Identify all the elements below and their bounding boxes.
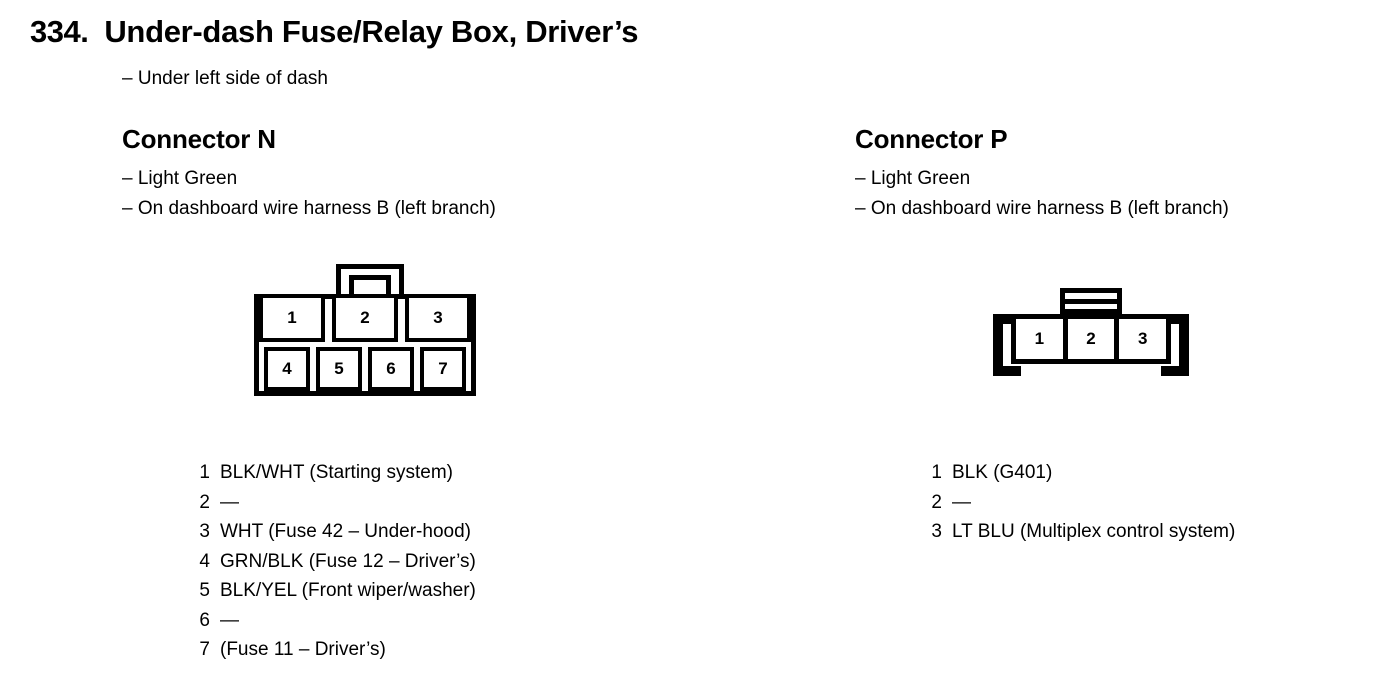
pin-number: 7	[199, 639, 210, 660]
connector-n-section: Connector N – Light Green – On dashboard…	[122, 124, 742, 224]
connector-p-tab-ridge-upper	[1065, 299, 1117, 304]
connector-p-flange-right	[1155, 314, 1189, 324]
connector-p-pin-list: 1 BLK (G401) 2 — 3 LT BLU (Multiplex con…	[928, 458, 1235, 547]
pin-description: BLK/WHT (Starting system)	[220, 462, 453, 483]
connector-n-cavity-2: 2	[332, 294, 398, 342]
connector-n-diagram: 1 2 3 4 5 6 7	[254, 264, 484, 404]
connector-n-cavity-5: 5	[316, 347, 362, 391]
connector-n-cavity-1: 1	[259, 294, 325, 342]
connector-n-cavity-row-top: 1 2 3	[259, 294, 471, 342]
page-subtitle-note: – Under left side of dash	[122, 68, 328, 89]
connector-p-diagram: 1 2 3	[993, 288, 1205, 378]
pin-number: 6	[199, 609, 210, 631]
connector-p-notes: – Light Green – On dashboard wire harnes…	[855, 164, 1392, 224]
pin-number: 2	[931, 491, 942, 513]
connector-n-cavity-4: 4	[264, 347, 310, 391]
connector-p-foot-left	[993, 314, 1003, 376]
connector-n-title: Connector N	[122, 124, 276, 154]
pin-number: 3	[931, 521, 942, 542]
connector-p-title: Connector P	[855, 124, 1008, 154]
pin-description: BLK/YEL (Front wiper/washer)	[220, 580, 476, 601]
pin-number: 2	[199, 491, 210, 513]
pin-description: BLK (G401)	[952, 462, 1053, 483]
connector-p-flange-left	[993, 314, 1027, 324]
connector-p-cavity-3: 3	[1119, 319, 1167, 359]
pin-description: LT BLU (Multiplex control system)	[952, 521, 1236, 542]
pin-number: 5	[199, 580, 210, 601]
connector-p-foot-right-base	[1161, 366, 1189, 376]
page-heading: 334. Under-dash Fuse/Relay Box, Driver’s	[30, 14, 639, 50]
pin-row: 1 BLK (G401)	[928, 458, 1235, 488]
pin-row: 2 —	[928, 488, 1235, 518]
connector-n-pin-list: 1 BLK/WHT (Starting system) 2 — 3 WHT (F…	[196, 458, 476, 665]
pin-number: 1	[931, 462, 942, 483]
connector-p-cavity-1: 1	[1016, 319, 1068, 359]
connector-n-cavity-row-bottom: 4 5 6 7	[264, 347, 466, 391]
pin-row: 4 GRN/BLK (Fuse 12 – Driver’s)	[196, 547, 476, 577]
pin-description: —	[952, 491, 971, 513]
connector-n-note-color: – Light Green	[122, 168, 238, 189]
connector-p-note-harness: – On dashboard wire harness B (left bran…	[855, 198, 1229, 219]
connector-p-section: Connector P – Light Green – On dashboard…	[855, 124, 1392, 224]
pin-row: 3 WHT (Fuse 42 – Under-hood)	[196, 517, 476, 547]
connector-p-cavity-2: 2	[1067, 319, 1120, 359]
pin-row: 5 BLK/YEL (Front wiper/washer)	[196, 576, 476, 606]
section-number: 334.	[30, 14, 89, 49]
pin-row: 7 (Fuse 11 – Driver’s)	[196, 635, 476, 665]
pin-description: —	[220, 609, 239, 631]
pin-number: 4	[199, 550, 210, 572]
connector-n-note-harness: – On dashboard wire harness B (left bran…	[122, 198, 496, 219]
page-title: Under-dash Fuse/Relay Box, Driver’s	[104, 14, 639, 49]
pin-description: —	[220, 491, 239, 513]
pin-row: 2 —	[196, 488, 476, 518]
pin-description: WHT (Fuse 42 – Under-hood)	[220, 521, 471, 542]
connector-p-tab-ridge-lower	[1065, 309, 1117, 314]
pin-number: 1	[199, 462, 210, 483]
connector-p-note-color: – Light Green	[855, 168, 971, 189]
connector-n-latch-outer	[336, 264, 404, 296]
connector-n-cavity-6: 6	[368, 347, 414, 391]
connector-n-cavity-3: 3	[405, 294, 471, 342]
connector-n-cavity-7: 7	[420, 347, 466, 391]
pin-description: GRN/BLK (Fuse 12 – Driver’s)	[220, 550, 476, 572]
pin-description: (Fuse 11 – Driver’s)	[220, 639, 386, 660]
pin-row: 6 —	[196, 606, 476, 636]
connector-n-notes: – Light Green – On dashboard wire harnes…	[122, 164, 742, 224]
connector-p-body: 1 2 3	[1011, 314, 1171, 364]
pin-row: 3 LT BLU (Multiplex control system)	[928, 517, 1235, 547]
connector-n-latch-inner	[349, 275, 391, 296]
connector-p-foot-left-base	[993, 366, 1021, 376]
pin-number: 3	[199, 521, 210, 542]
pin-row: 1 BLK/WHT (Starting system)	[196, 458, 476, 488]
connector-p-foot-right	[1179, 314, 1189, 376]
